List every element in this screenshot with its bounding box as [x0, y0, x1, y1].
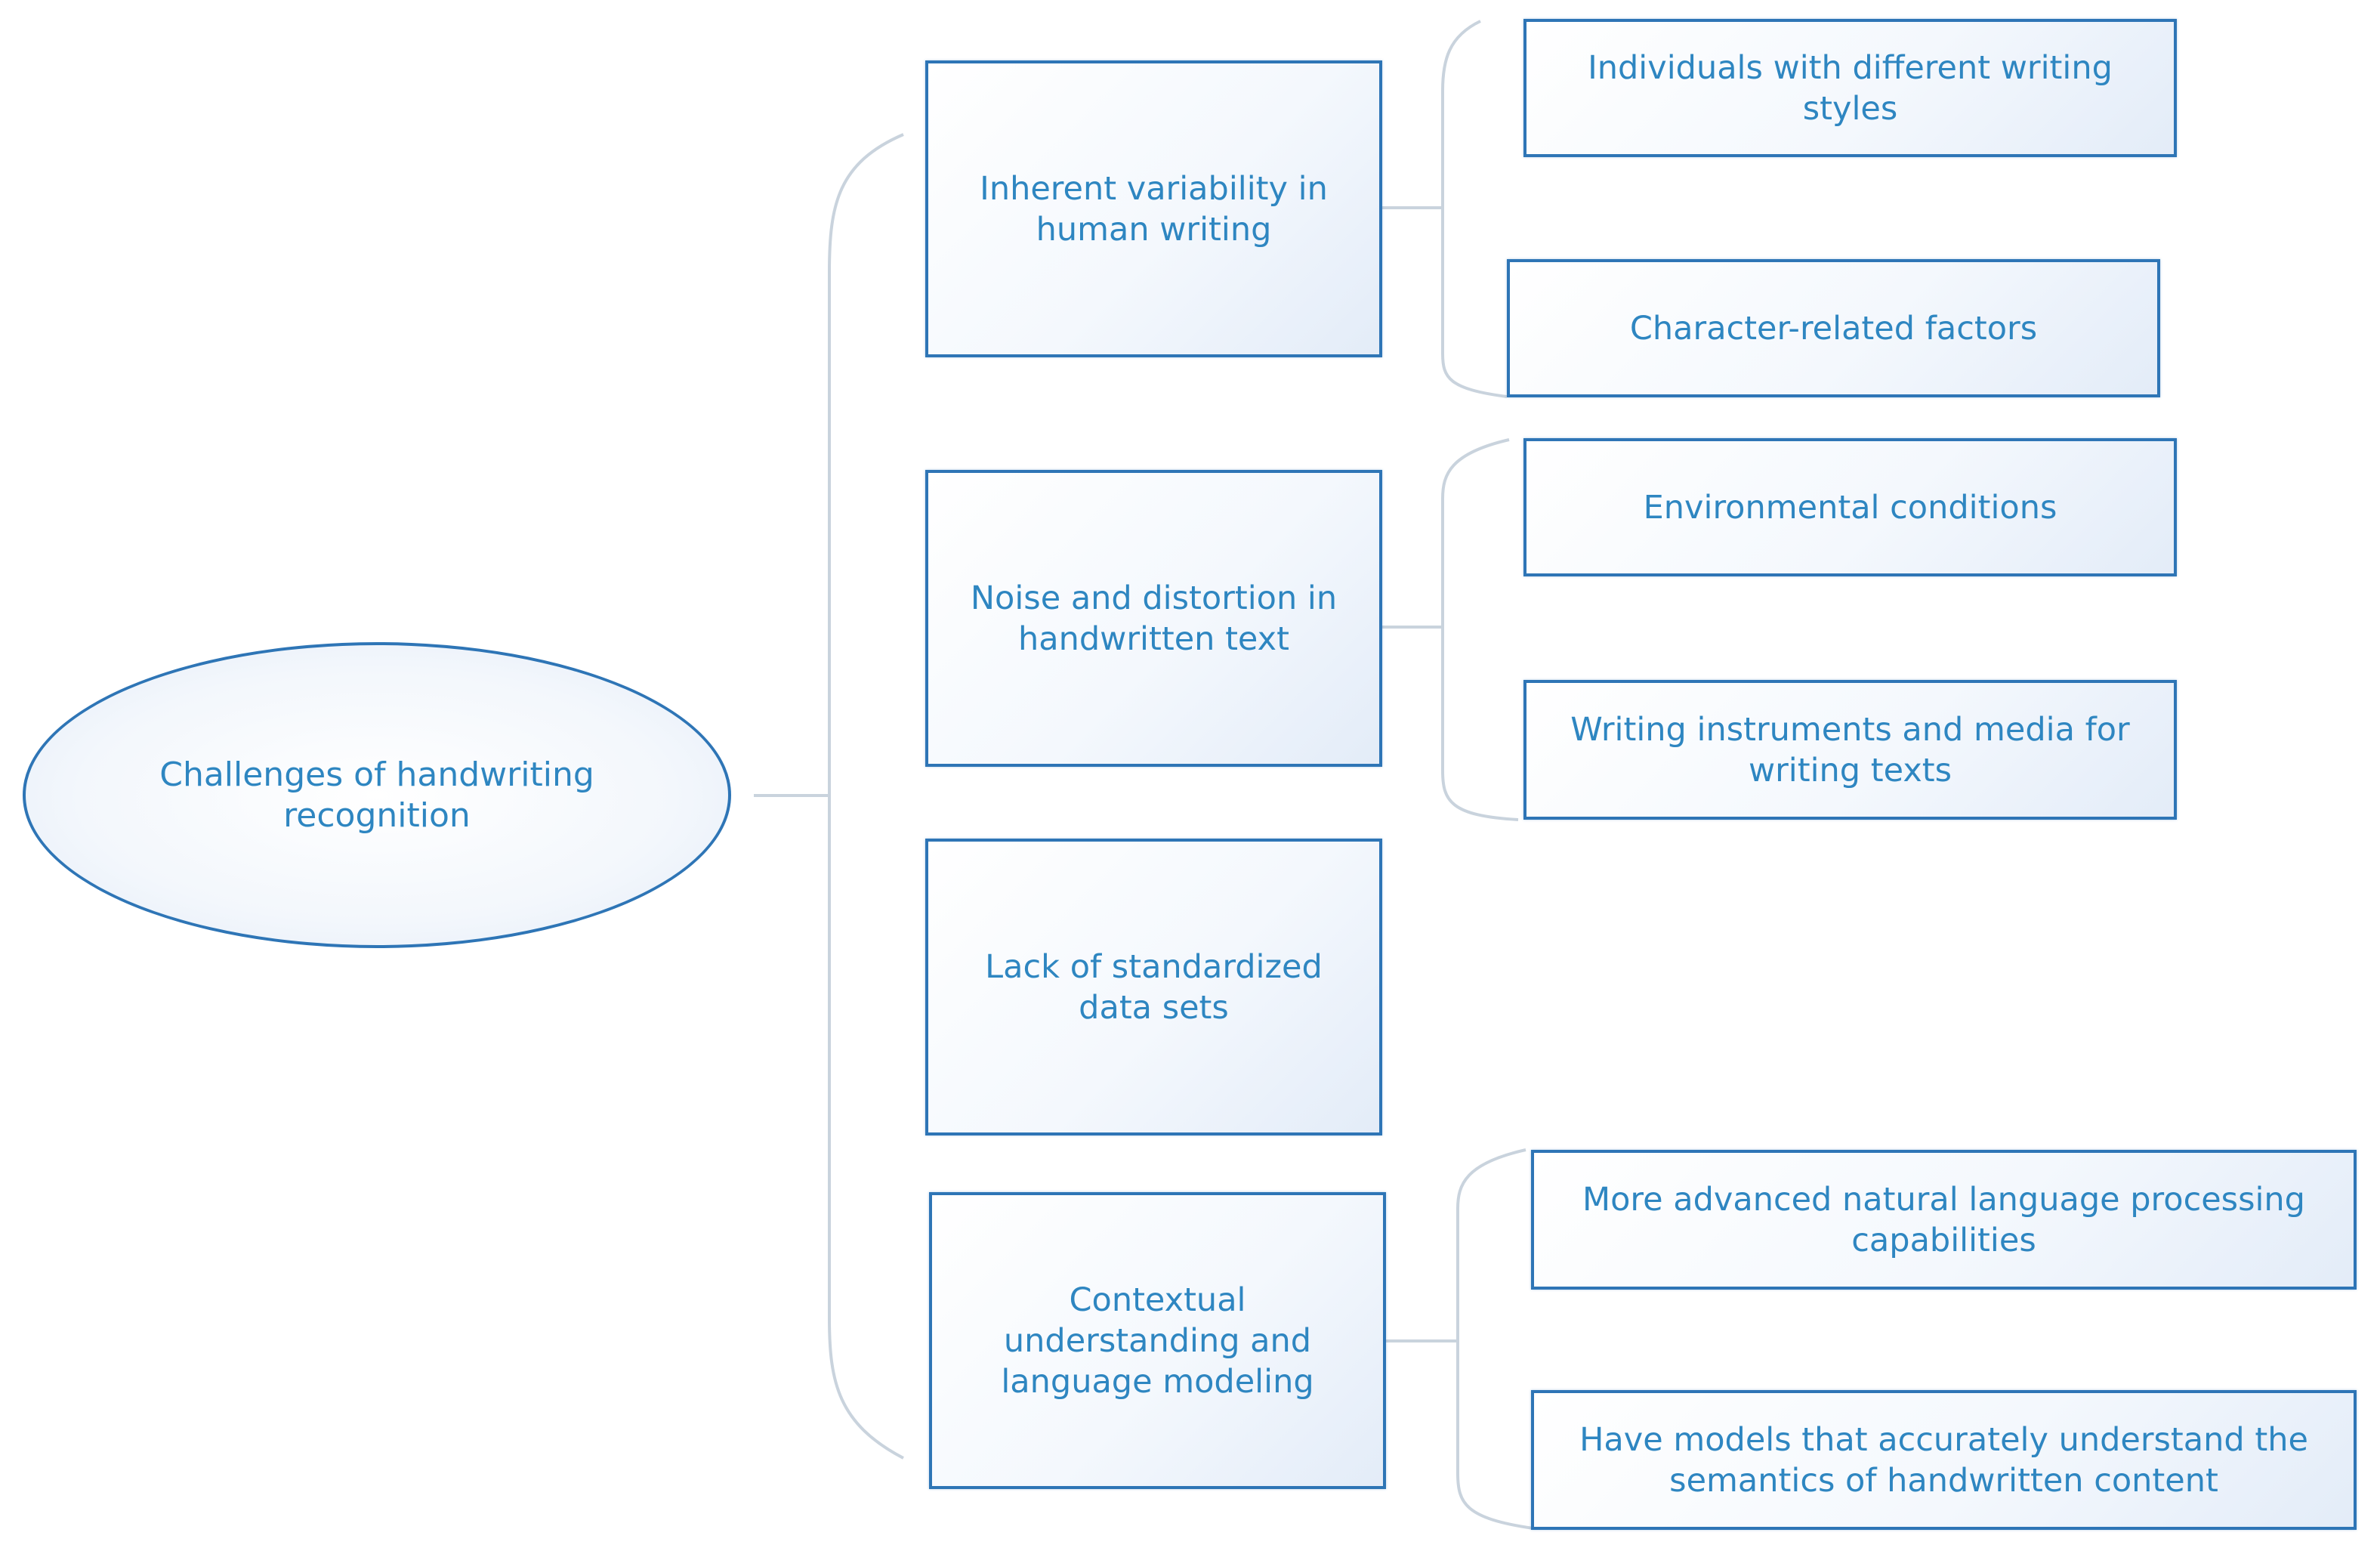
subitem-label: Individuals with different writing style…: [1588, 48, 2113, 128]
subitem-writing-styles: Individuals with different writing style…: [1523, 19, 2177, 157]
category-contextual-understanding: Contextual understanding and language mo…: [929, 1192, 1386, 1489]
bracket-variability: [1382, 20, 1508, 398]
bracket-context: [1386, 1148, 1534, 1530]
category-lack-of-datasets: Lack of standardized data sets: [925, 839, 1382, 1135]
subitem-character-factors: Character-related factors: [1507, 259, 2160, 397]
subitem-label: Character-related factors: [1629, 309, 2038, 348]
subitem-environmental-conditions: Environmental conditions: [1523, 438, 2177, 576]
category-inherent-variability: Inherent variability in human writing: [925, 60, 1382, 357]
subitem-label: Have models that accurately understand t…: [1579, 1420, 2308, 1500]
category-label: Lack of standardized data sets: [985, 947, 1323, 1027]
subitem-semantic-models: Have models that accurately understand t…: [1531, 1390, 2357, 1530]
category-label: Inherent variability in human writing: [980, 169, 1328, 249]
category-label: Noise and distortion in handwritten text: [970, 579, 1338, 658]
subitem-label: Writing instruments and media for writin…: [1570, 710, 2130, 789]
subitem-label: Environmental conditions: [1643, 488, 2057, 527]
category-label: Contextual understanding and language mo…: [1001, 1281, 1314, 1401]
bracket-noise: [1382, 438, 1519, 821]
main-bracket: [828, 133, 904, 1460]
subitem-nlp-capabilities: More advanced natural language processin…: [1531, 1150, 2357, 1290]
category-noise-distortion: Noise and distortion in handwritten text: [925, 470, 1382, 767]
root-label: Challenges of handwriting recognition: [159, 755, 594, 835]
root-node: Challenges of handwriting recognition: [23, 642, 731, 948]
subitem-writing-instruments: Writing instruments and media for writin…: [1523, 680, 2177, 820]
subitem-label: More advanced natural language processin…: [1582, 1180, 2305, 1259]
